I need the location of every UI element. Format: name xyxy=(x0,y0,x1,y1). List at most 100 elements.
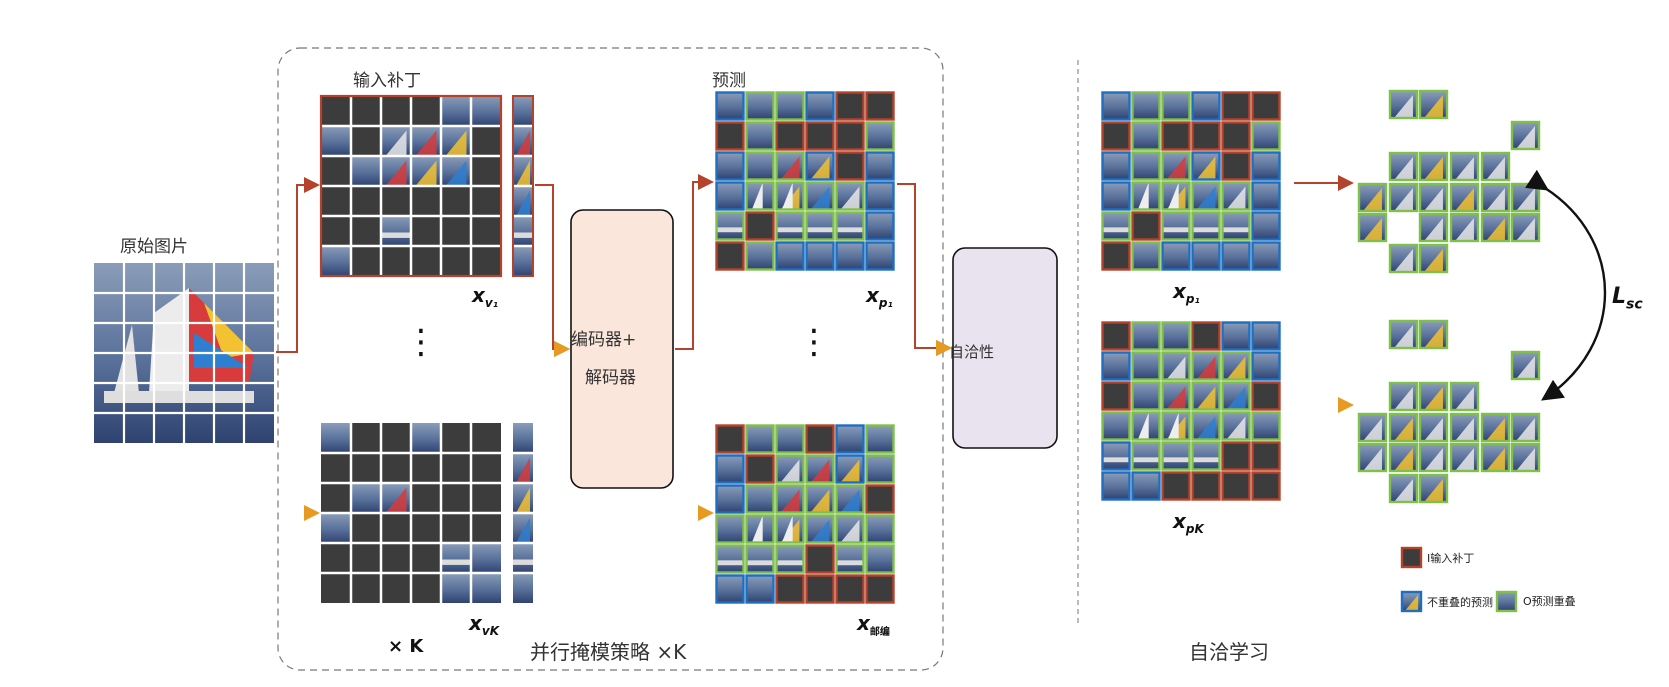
input-patch-cell xyxy=(865,91,895,121)
masked-patch xyxy=(351,513,381,543)
input-patch-cell xyxy=(745,211,775,241)
overlap-cell xyxy=(1131,181,1161,211)
sail-fragment xyxy=(1424,218,1443,241)
legend-input-swatch xyxy=(1400,546,1423,569)
overlap-cell xyxy=(745,91,775,121)
xp1-right-label: xp₁ xyxy=(1173,279,1200,306)
photo-patch xyxy=(836,545,864,573)
input-patch-cell xyxy=(1161,471,1191,501)
photo-patch xyxy=(806,92,834,120)
input-strip-v1 xyxy=(512,95,534,277)
sail-fragment xyxy=(516,457,530,483)
hull xyxy=(104,391,254,403)
overlap-cell xyxy=(775,181,805,211)
overlap-cell xyxy=(745,484,775,514)
overlap-cell xyxy=(1388,182,1419,213)
photo-patch xyxy=(1132,382,1160,410)
spinnaker-blue xyxy=(194,333,249,368)
overlap-cell xyxy=(1388,319,1419,350)
masked-patch xyxy=(411,513,441,543)
input-patch-cell xyxy=(835,91,865,121)
non-overlap-cell xyxy=(865,211,895,241)
sail-fragment xyxy=(1424,95,1443,118)
sail-fragment xyxy=(840,519,860,543)
overlap-cell xyxy=(835,514,865,544)
photo-patch xyxy=(836,425,864,453)
photo-patch xyxy=(746,92,774,120)
legend-non-overlap-swatch xyxy=(1400,590,1423,613)
overlap-cell xyxy=(1388,151,1419,182)
photo-patch xyxy=(716,212,744,240)
non-overlap-cell xyxy=(1101,151,1131,181)
non-overlap-cell xyxy=(805,91,835,121)
masked-patch xyxy=(471,186,501,216)
sail-fragment xyxy=(516,130,530,156)
hull-fragment xyxy=(1102,227,1130,233)
flow-arrows xyxy=(276,174,1354,521)
non-overlap-cell xyxy=(775,241,805,271)
photo-patch xyxy=(806,242,834,270)
input-patch-cell xyxy=(1251,471,1281,501)
photo-patch xyxy=(716,515,744,543)
self-consistency-box xyxy=(952,247,1058,449)
input-patch-cell xyxy=(1191,121,1221,151)
photo-patch xyxy=(776,242,804,270)
encoder-decoder-label-1: 编码器+ xyxy=(571,330,637,350)
photo-patch xyxy=(1192,442,1220,470)
non-overlap-cell xyxy=(805,151,835,181)
photo-patch xyxy=(1222,242,1250,270)
overlap-cell xyxy=(1388,442,1419,473)
masked-patch xyxy=(321,573,351,603)
overlap-cell xyxy=(1480,442,1511,473)
flow-arrow xyxy=(897,183,952,356)
masked-patch xyxy=(381,246,411,276)
overlap-cell xyxy=(1418,243,1449,274)
photo-patch xyxy=(1252,242,1280,270)
photo-patch xyxy=(381,216,411,246)
non-overlap-cell xyxy=(1221,241,1251,271)
sail-fragment xyxy=(1363,188,1382,211)
overlap-cell xyxy=(1480,151,1511,182)
x-last-label: x邮编 xyxy=(857,611,890,638)
ellipsis-inputs: ⋮ xyxy=(404,322,438,362)
photo-patch xyxy=(1252,212,1280,240)
times-k-left: × K xyxy=(388,636,424,657)
overlap-cell xyxy=(865,514,895,544)
non-overlap-cell xyxy=(1191,151,1221,181)
non-overlap-cell xyxy=(715,484,745,514)
input-patch-cell xyxy=(1101,241,1131,271)
input-patch-cell xyxy=(805,121,835,151)
input-patch-cell xyxy=(1101,321,1131,351)
sail-fragment xyxy=(1363,418,1382,441)
sail-fragment xyxy=(1516,448,1535,471)
sail-fragment xyxy=(1424,479,1443,502)
sail-fragment xyxy=(1455,218,1474,241)
overlap-cell xyxy=(1418,381,1449,412)
overlap-cell xyxy=(1191,411,1221,441)
hull-fragment xyxy=(1192,227,1220,233)
photo-patch xyxy=(1132,472,1160,500)
flow-arrow xyxy=(554,341,570,357)
hull-fragment xyxy=(1162,227,1190,233)
overlap-cell xyxy=(805,454,835,484)
masked-patch xyxy=(351,423,381,453)
sail-fragment xyxy=(1196,416,1216,440)
photo-patch xyxy=(836,212,864,240)
sail-fragment xyxy=(415,130,437,156)
photo-patch xyxy=(1132,92,1160,120)
white-sail-fragment xyxy=(1137,182,1149,210)
original-image-label: 原始图片 xyxy=(120,237,188,257)
non-overlap-cell xyxy=(1251,351,1281,381)
sail-fragment xyxy=(810,519,830,543)
non-overlap-cell xyxy=(715,151,745,181)
overlap-cell xyxy=(1191,351,1221,381)
input-patch-cell xyxy=(805,424,835,454)
input-patch-cell xyxy=(745,454,775,484)
photo-patch xyxy=(866,515,894,543)
overlap-cell xyxy=(1480,182,1511,213)
flow-arrow xyxy=(698,505,714,521)
overlap-cell xyxy=(835,484,865,514)
photo-patch xyxy=(1132,322,1160,350)
photo-patch xyxy=(776,212,804,240)
